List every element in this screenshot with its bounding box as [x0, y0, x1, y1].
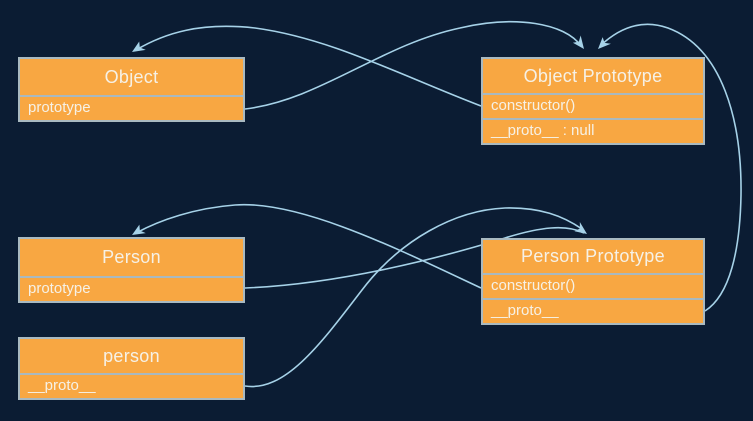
class-box-person-prototype[interactable]: Person Prototype constructor() __proto__	[481, 238, 705, 325]
arrow-proto-chain-link	[599, 23, 742, 312]
arrowhead-into-object-prototype	[572, 35, 584, 49]
arrowhead-into-object	[132, 41, 146, 52]
arrow-person-constructor-link	[135, 203, 482, 289]
arrowhead-into-person-prototype	[574, 222, 587, 234]
box-title-object-prototype: Object Prototype	[523, 65, 663, 86]
arrowhead-into-object-prototype-2	[598, 37, 611, 49]
row-object-prototype-proto: __proto__ : null	[483, 118, 703, 143]
arrow-person-prototype-link	[244, 226, 585, 289]
arrowhead-into-person	[132, 224, 146, 235]
row-object-prototype: prototype	[20, 95, 243, 120]
row-person-instance-proto: __proto__	[20, 373, 243, 398]
arrow-person-instance-proto-link	[244, 207, 583, 388]
box-title-person-instance: person	[103, 345, 160, 366]
class-box-object-prototype[interactable]: Object Prototype constructor() __proto__…	[481, 57, 705, 145]
arrow-object-constructor-link	[135, 25, 482, 107]
row-person-prototype: prototype	[20, 276, 243, 301]
arrow-object-prototype-link	[244, 20, 582, 110]
box-title-object: Object	[104, 66, 159, 87]
box-title-person: Person	[102, 247, 161, 267]
class-box-object[interactable]: Object prototype	[18, 57, 245, 122]
row-person-prototype-constructor: constructor()	[483, 273, 703, 298]
row-object-prototype-constructor: constructor()	[483, 93, 703, 118]
class-box-person[interactable]: Person prototype	[18, 237, 245, 303]
instance-box-person[interactable]: person __proto__	[18, 337, 245, 400]
row-person-prototype-proto: __proto__	[483, 298, 703, 323]
box-title-person-prototype: Person Prototype	[521, 246, 665, 266]
